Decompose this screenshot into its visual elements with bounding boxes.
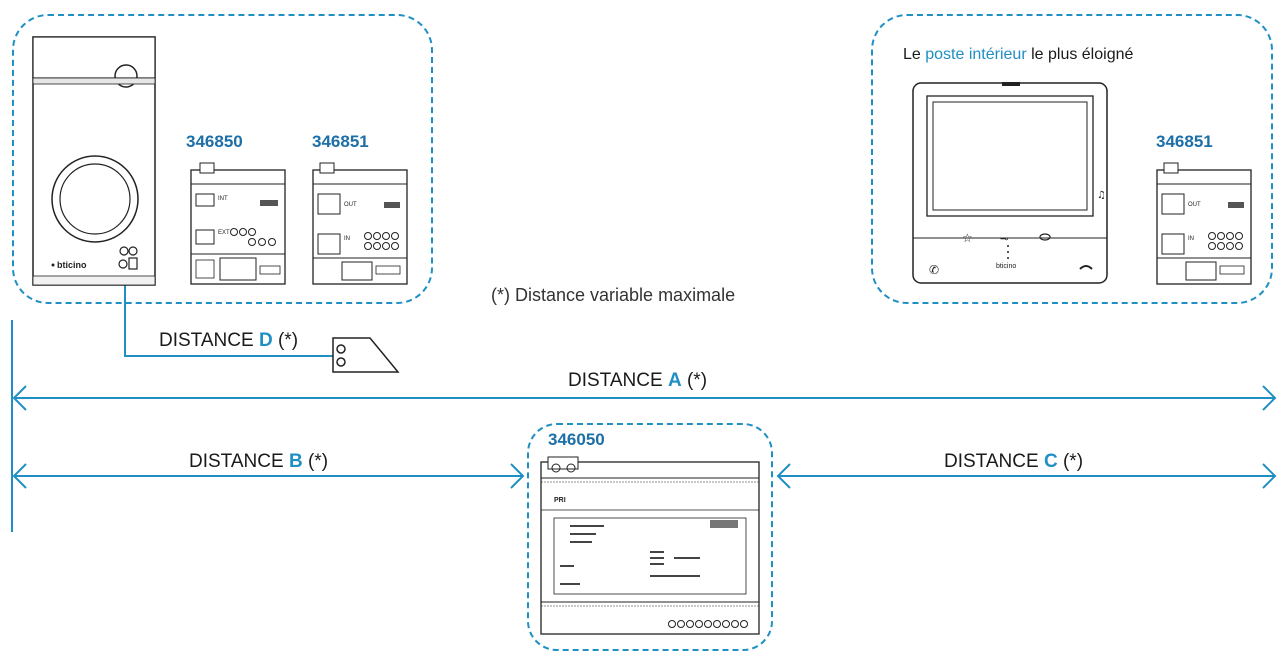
svg-text:IN: IN	[344, 236, 350, 242]
module-346851-right-device: OUT IN	[1156, 162, 1252, 285]
distance-note: (*) Distance variable maximale	[491, 285, 736, 305]
power-supply-device: PRI	[540, 456, 760, 635]
distance-c-label: DISTANCE C (*)	[944, 451, 1084, 472]
entrance-panel-device: bticino	[32, 36, 156, 286]
svg-text:✆: ✆	[929, 263, 939, 277]
svg-text:IN: IN	[1188, 236, 1194, 242]
entrance-group-box	[12, 14, 433, 304]
svg-text:OUT: OUT	[344, 202, 357, 208]
caption-suffix: le plus éloigné	[1026, 46, 1134, 63]
module-346850-device: INT EXT	[190, 162, 286, 285]
interior-group-box	[871, 14, 1273, 304]
module-code-346851-left: 346851	[312, 132, 369, 151]
svg-text:PRI: PRI	[554, 497, 566, 504]
power-supply-group-box	[527, 423, 773, 651]
svg-text:OUT: OUT	[1188, 202, 1201, 208]
entrance-panel-brand: bticino	[57, 260, 87, 270]
svg-text:♫: ♫	[1097, 190, 1106, 201]
svg-text:⊸: ⊸	[1000, 234, 1008, 245]
caption-highlight: poste intérieur	[925, 46, 1027, 63]
module-346851-left-device: OUT IN	[312, 162, 408, 285]
svg-text:☆: ☆	[962, 231, 973, 245]
distance-a-label: DISTANCE A (*)	[568, 370, 708, 391]
svg-text:INT: INT	[218, 196, 228, 202]
module-code-346850: 346850	[186, 132, 243, 151]
module-code-346050: 346050	[548, 430, 605, 449]
caption-prefix: Le	[903, 46, 926, 63]
svg-text:bticino: bticino	[996, 263, 1016, 270]
distance-b-label: DISTANCE B (*)	[189, 451, 329, 472]
distance-d-label: DISTANCE D (*)	[159, 330, 299, 351]
module-code-346851-right: 346851	[1156, 132, 1213, 151]
svg-text:EXT: EXT	[218, 230, 230, 236]
interior-monitor-device: ♫ ☆ ⊸ ✆ bticino	[912, 82, 1108, 284]
interior-caption: Le poste intérieur le plus éloigné	[903, 46, 1133, 64]
